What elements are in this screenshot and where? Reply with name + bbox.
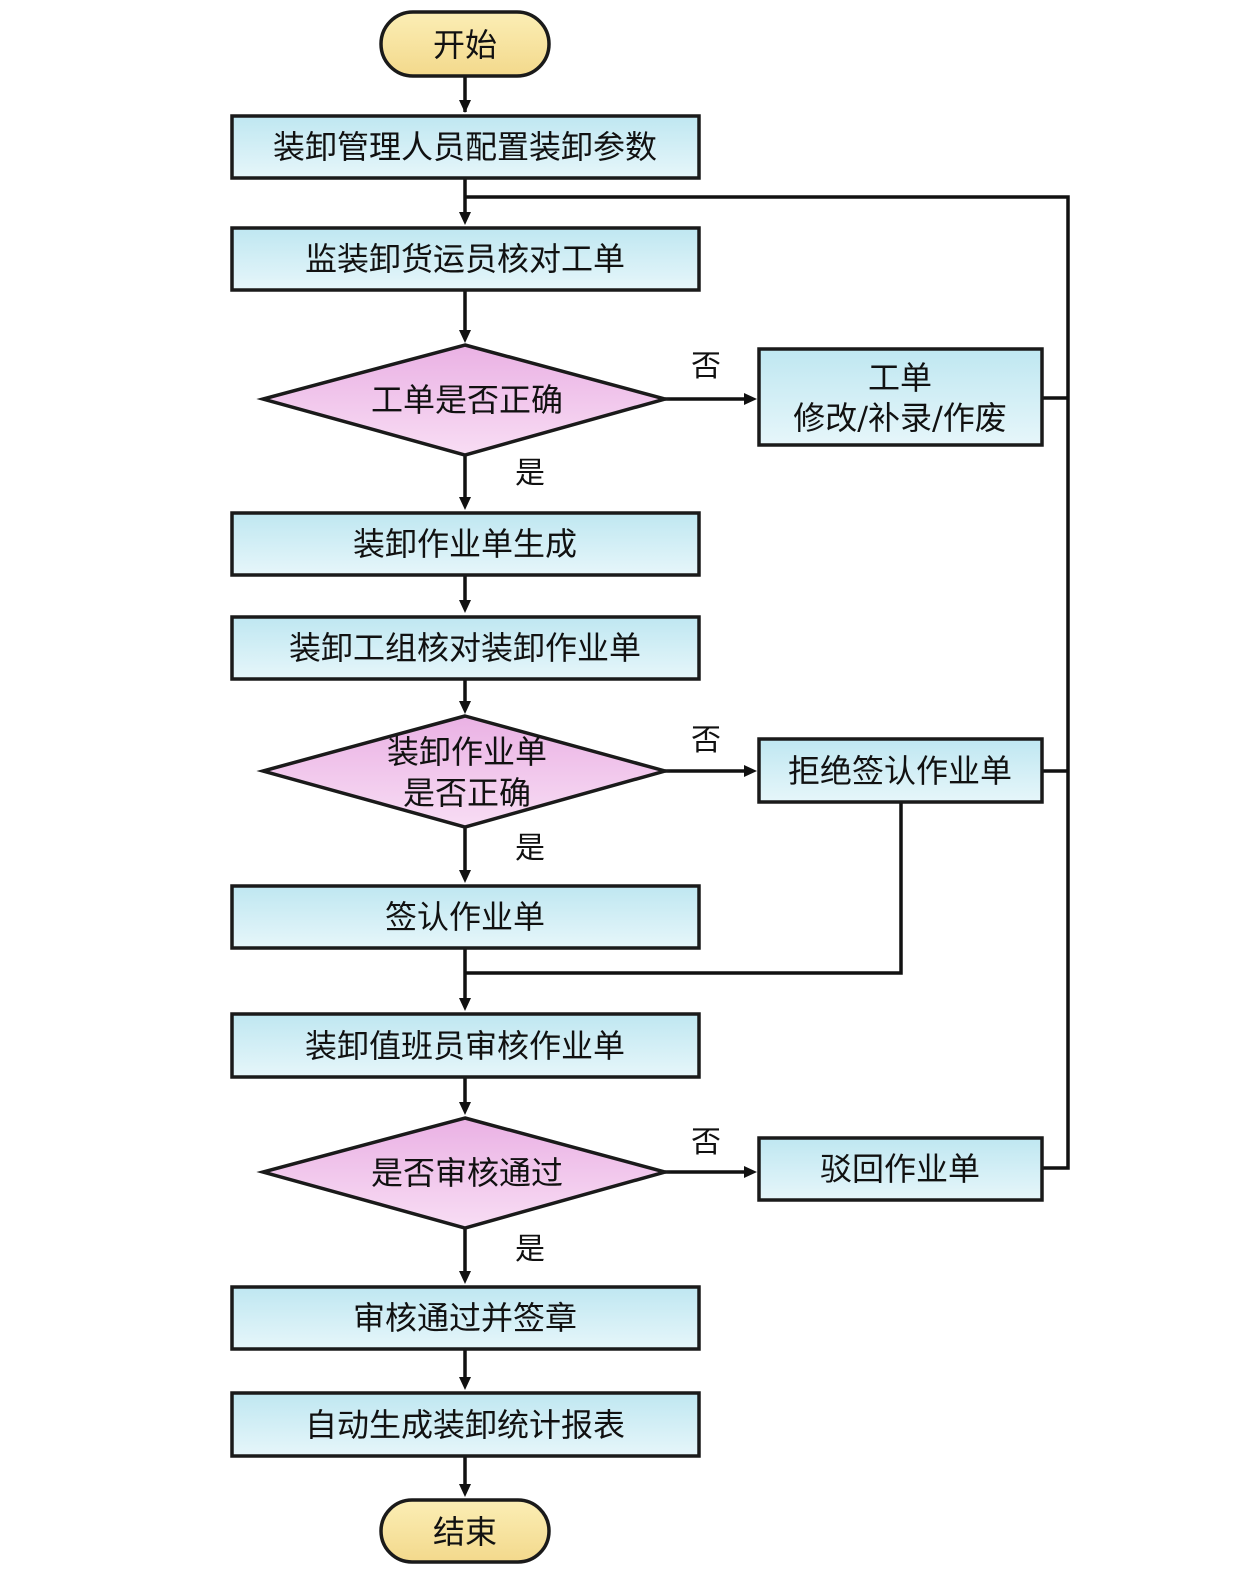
process-box [230,615,701,681]
process-box [230,511,701,577]
step-crew-verify[interactable]: 装卸工组核对装卸作业单 [230,615,701,681]
connectors [459,76,1070,1497]
step-fix-ticket[interactable]: 工单 修改/补录/作废 [757,347,1044,447]
arrowhead [744,765,757,777]
end-label: 结束 [433,1513,497,1551]
label-yes-3: 是 [515,1232,545,1267]
arrowhead [744,393,757,405]
process-box [757,737,1044,804]
arrowhead [459,1102,471,1115]
arrowhead [459,600,471,613]
step-label: 自动生成装卸统计报表 [305,1406,625,1444]
process-box [230,884,701,950]
step-label: 装卸值班员审核作业单 [305,1027,625,1065]
arrowhead [459,212,471,225]
step-label: 监装卸货运员核对工单 [305,240,625,278]
process-box [230,114,701,180]
step-generate-order[interactable]: 装卸作业单生成 [230,511,701,577]
branch-labels: 否 是 否 是 否 是 [515,349,721,1267]
step-return-order[interactable]: 驳回作业单 [757,1136,1044,1202]
process-box [230,1012,701,1079]
process-box [230,226,701,292]
decision-diamond [256,714,672,829]
arrowhead [459,100,471,113]
end-node[interactable]: 结束 [379,1498,551,1564]
arrowhead [459,1271,471,1284]
arrowhead [459,998,471,1011]
label-no-2: 否 [691,723,721,758]
start-node[interactable]: 开始 [379,10,551,78]
step-duty-review[interactable]: 装卸值班员审核作业单 [230,1012,701,1079]
start-label: 开始 [433,26,497,64]
step-configure[interactable]: 装卸管理人员配置装卸参数 [230,114,701,180]
end-terminal-shape [379,1498,551,1564]
process-box [230,1391,701,1458]
arrowhead [459,330,471,343]
step-label-line1: 工单 [868,359,932,397]
step-reject-sign[interactable]: 拒绝签认作业单 [757,737,1044,804]
step-label: 装卸管理人员配置装卸参数 [273,128,657,166]
step-label-line2: 修改/补录/作废 [793,399,1007,437]
step-label: 审核通过并签章 [353,1299,577,1337]
loop-back-line [465,195,1070,1170]
decision-diamond [256,343,672,457]
step-label: 签认作业单 [385,898,545,936]
decision-label: 是否审核通过 [371,1154,563,1192]
arrowhead [459,497,471,510]
decision-diamond [256,1116,672,1230]
label-no-3: 否 [691,1125,721,1160]
decision-ticket[interactable]: 工单是否正确 [256,343,672,457]
arrowhead [459,1484,471,1497]
step-auto-report[interactable]: 自动生成装卸统计报表 [230,1391,701,1458]
step-label: 拒绝签认作业单 [788,752,1012,790]
decision-label-line1: 装卸作业单 [387,733,547,771]
arrowhead [459,870,471,883]
process-box [230,1285,701,1351]
decision-label-line2: 是否正确 [403,774,531,812]
process-box [757,1136,1044,1202]
decision-label: 工单是否正确 [371,381,563,419]
step-verify-ticket[interactable]: 监装卸货运员核对工单 [230,226,701,292]
label-yes-1: 是 [515,456,545,491]
start-terminal-shape [379,10,551,78]
arrowhead [459,1377,471,1390]
decision-review[interactable]: 是否审核通过 [256,1116,672,1230]
step-approve-stamp[interactable]: 审核通过并签章 [230,1285,701,1351]
reject-merge-line [465,802,903,975]
process-box [757,347,1044,447]
label-no-1: 否 [691,349,721,384]
arrowhead [459,701,471,714]
arrowhead [744,1166,757,1178]
step-label: 驳回作业单 [820,1150,980,1188]
decision-order[interactable]: 装卸作业单 是否正确 [256,714,672,829]
step-label: 装卸工组核对装卸作业单 [289,629,641,667]
label-yes-2: 是 [515,831,545,866]
step-label: 装卸作业单生成 [353,525,577,563]
step-sign-order[interactable]: 签认作业单 [230,884,701,950]
